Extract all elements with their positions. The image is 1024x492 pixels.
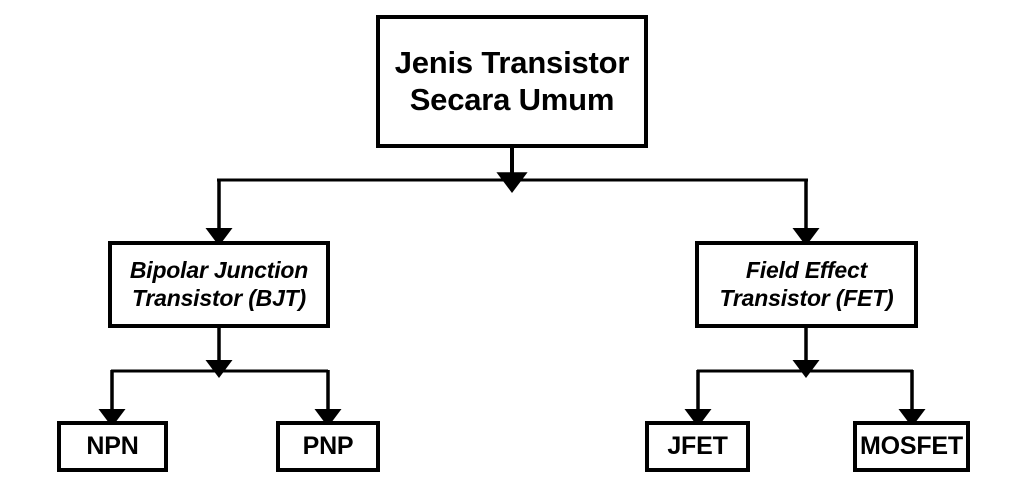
node-root-label: Jenis Transistor Secara Umum	[394, 44, 630, 117]
node-mosfet-label: MOSFET	[860, 431, 963, 460]
node-jfet-label: JFET	[667, 431, 728, 460]
node-fet[interactable]: Field Effect Transistor (FET)	[695, 241, 918, 328]
node-mosfet[interactable]: MOSFET	[853, 421, 970, 472]
node-npn-label: NPN	[86, 431, 139, 460]
node-root[interactable]: Jenis Transistor Secara Umum	[376, 15, 648, 148]
node-bjt-label: Bipolar Junction Transistor (BJT)	[129, 257, 309, 311]
node-bjt[interactable]: Bipolar Junction Transistor (BJT)	[108, 241, 330, 328]
node-pnp[interactable]: PNP	[276, 421, 380, 472]
node-fet-label: Field Effect Transistor (FET)	[719, 257, 894, 311]
node-pnp-label: PNP	[302, 431, 354, 460]
node-npn[interactable]: NPN	[57, 421, 168, 472]
node-jfet[interactable]: JFET	[645, 421, 750, 472]
